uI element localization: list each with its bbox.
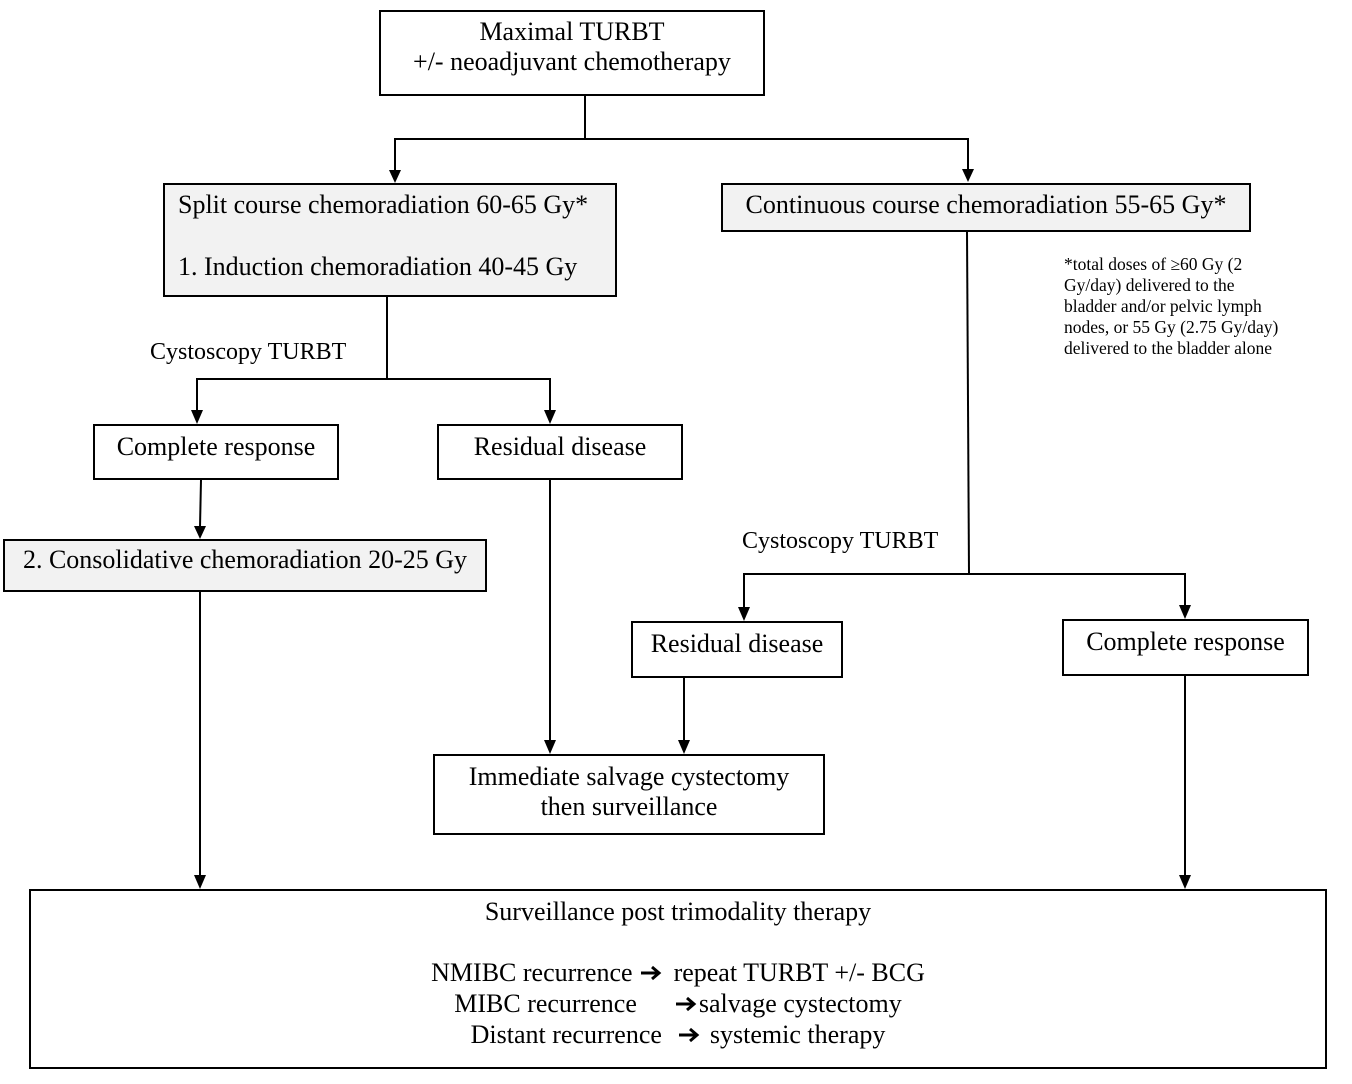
consolidative-chemoradiation-box: 2. Consolidative chemoradiation 20-25 Gy bbox=[3, 539, 487, 592]
recurrence-action: repeat TURBT +/- BCG bbox=[673, 958, 925, 987]
recurrence-type: NMIBC recurrence bbox=[431, 958, 633, 987]
recurrence-row-nmibc: NMIBC recurrence repeat TURBT +/- BCG bbox=[31, 957, 1325, 988]
neoadjuvant-chemotherapy-text: +/- neoadjuvant chemotherapy bbox=[413, 47, 731, 76]
continuous-course-title: Continuous course chemoradiation 55-65 G… bbox=[745, 190, 1227, 219]
split-course-title: Split course chemoradiation 60-65 Gy* bbox=[178, 190, 589, 219]
arrow-split-residual-to-cystectomy bbox=[544, 480, 556, 754]
continuous-cystoscopy-label: Cystoscopy TURBT bbox=[742, 528, 939, 554]
arrow-complete-response-to-consolidative bbox=[194, 479, 206, 539]
connector-turbt-trunk bbox=[394, 96, 969, 140]
right-arrow-icon bbox=[675, 995, 697, 1013]
recurrence-row-mibc: MIBC recurrence salvage cystectomy bbox=[31, 988, 1325, 1019]
split-cystoscopy-label: Cystoscopy TURBT bbox=[150, 339, 347, 365]
induction-step-text: 1. Induction chemoradiation 40-45 Gy bbox=[178, 252, 578, 281]
right-arrow-icon bbox=[640, 964, 662, 982]
dose-footnote: *total doses of ≥60 Gy (2 Gy/day) delive… bbox=[1064, 254, 1278, 359]
continuous-residual-disease-box: Residual disease bbox=[631, 621, 843, 678]
surveillance-box: Surveillance post trimodality therapy NM… bbox=[29, 889, 1327, 1069]
arrow-continuous-residual-to-cystectomy bbox=[678, 678, 690, 754]
arrow-to-continuous-course bbox=[962, 139, 974, 182]
maximal-turbt-title: Maximal TURBT bbox=[479, 17, 665, 46]
arrow-continuous-complete-to-surveillance bbox=[1179, 676, 1191, 889]
split-complete-response-box: Complete response bbox=[93, 424, 339, 480]
split-complete-response-text: Complete response bbox=[116, 432, 316, 461]
continuous-complete-response-text: Complete response bbox=[1086, 627, 1285, 656]
footnote-line: nodes, or 55 Gy (2.75 Gy/day) bbox=[1064, 317, 1279, 337]
arrow-to-continuous-complete-response bbox=[1179, 574, 1191, 619]
arrow-to-split-complete-response bbox=[191, 379, 203, 424]
consolidative-chemoradiation-text: 2. Consolidative chemoradiation 20-25 Gy bbox=[22, 545, 468, 574]
arrow-consolidative-to-surveillance bbox=[194, 592, 206, 889]
recurrence-action: systemic therapy bbox=[709, 1020, 886, 1049]
split-residual-disease-box: Residual disease bbox=[437, 424, 683, 480]
footnote-line: *total doses of ≥60 Gy (2 bbox=[1064, 254, 1243, 274]
recurrence-row-distant: Distant recurrence systemic therapy bbox=[31, 1019, 1325, 1050]
recurrence-action: salvage cystectomy bbox=[698, 989, 902, 1018]
right-arrow-icon bbox=[678, 1026, 700, 1044]
salvage-cystectomy-box: Immediate salvage cystectomy then survei… bbox=[433, 754, 825, 835]
recurrence-type: Distant recurrence bbox=[470, 1020, 662, 1049]
arrow-to-continuous-residual-disease bbox=[738, 574, 750, 621]
surveillance-title: Surveillance post trimodality therapy bbox=[484, 897, 872, 926]
footnote-line: delivered to the bladder alone bbox=[1064, 338, 1272, 358]
footnote-line: Gy/day) delivered to the bbox=[1064, 275, 1235, 295]
salvage-cystectomy-text: Immediate salvage cystectomy bbox=[468, 762, 790, 791]
arrow-to-split-course bbox=[389, 139, 401, 183]
split-course-box: Split course chemoradiation 60-65 Gy* 1.… bbox=[163, 183, 617, 297]
then-surveillance-text: then surveillance bbox=[540, 792, 718, 821]
connector-split-trunk bbox=[196, 297, 551, 380]
maximal-turbt-box: Maximal TURBT +/- neoadjuvant chemothera… bbox=[379, 10, 765, 96]
arrow-to-split-residual-disease bbox=[544, 379, 556, 424]
continuous-complete-response-box: Complete response bbox=[1062, 619, 1309, 676]
footnote-line: bladder and/or pelvic lymph bbox=[1064, 296, 1262, 316]
recurrence-type: MIBC recurrence bbox=[454, 989, 637, 1018]
split-residual-disease-text: Residual disease bbox=[473, 432, 647, 461]
connector-continuous-trunk bbox=[743, 231, 1186, 575]
continuous-residual-disease-text: Residual disease bbox=[650, 629, 824, 658]
recurrence-list: NMIBC recurrence repeat TURBT +/- BCG MI… bbox=[31, 957, 1325, 1050]
continuous-course-box: Continuous course chemoradiation 55-65 G… bbox=[721, 183, 1251, 232]
